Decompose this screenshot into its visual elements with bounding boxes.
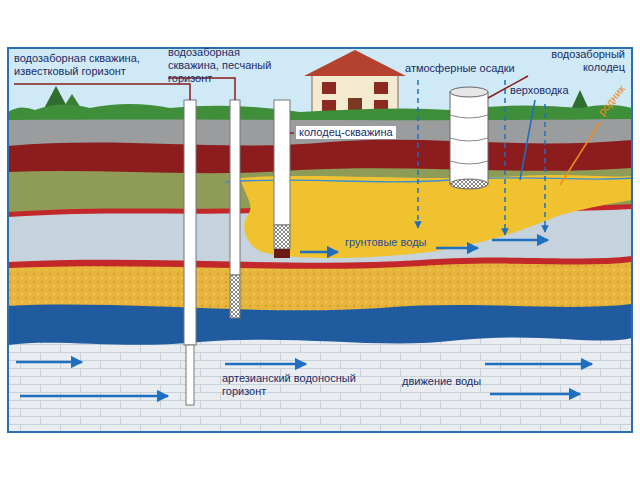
clay-seam	[8, 256, 632, 432]
aquifer-label: артезианский водоносный горизонт	[222, 372, 372, 398]
spring-label: родник	[596, 82, 629, 118]
perched-water-label: верховодка	[510, 84, 569, 97]
water-layer	[8, 304, 632, 432]
groundwater-label: грунтовые воды	[345, 236, 426, 249]
well-label: водозаборный колодец	[520, 48, 625, 74]
leader-lines	[14, 76, 600, 185]
groundwater-lens	[240, 175, 632, 258]
well-label: водозаборная скважина, известковый гориз…	[14, 52, 164, 78]
house	[304, 50, 406, 116]
wells	[184, 100, 290, 405]
sky	[8, 48, 632, 432]
frame	[8, 48, 632, 432]
precipitation-label: атмосферные осадки	[405, 62, 515, 75]
grass	[8, 104, 632, 432]
loam-layer	[8, 140, 632, 432]
topsoil	[8, 119, 632, 432]
precipitation-arrows	[418, 80, 545, 235]
dug-well	[450, 87, 488, 189]
well-label: колодец-скважина	[296, 126, 396, 139]
sand-layer	[8, 262, 632, 432]
silt-layer	[8, 168, 632, 432]
limestone-layer	[8, 337, 632, 432]
well-label: водозаборная скважина, песчаный горизонт	[168, 46, 286, 85]
flow-label: движение воды	[402, 375, 481, 388]
